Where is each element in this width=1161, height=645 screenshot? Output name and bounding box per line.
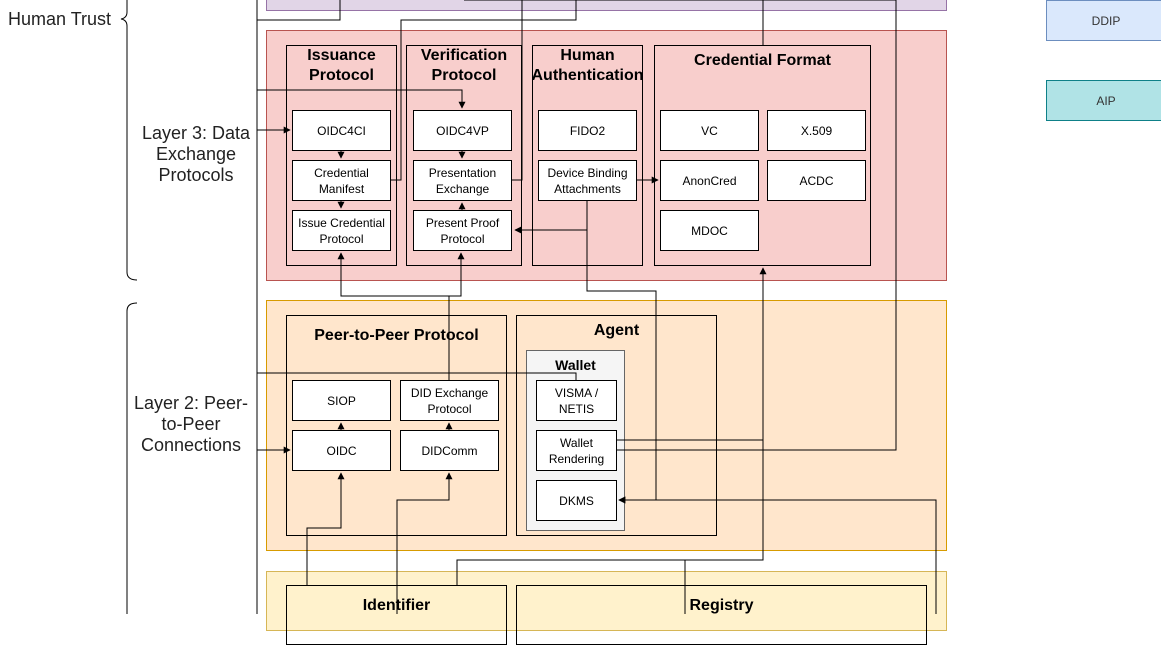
credential-format-title: Credential Format — [694, 52, 831, 69]
vc-box[interactable]: VC — [660, 110, 759, 151]
credential-manifest-box[interactable]: Credential Manifest — [292, 160, 391, 201]
oidc-box[interactable]: OIDC — [292, 430, 391, 471]
peer-to-peer-protocol-panel: Peer-to-Peer Protocol — [286, 315, 507, 536]
dkms-box[interactable]: DKMS — [536, 480, 617, 521]
layer2-brace — [126, 302, 138, 614]
registry-panel: Registry — [516, 585, 927, 645]
did-exchange-protocol-box[interactable]: DID Exchange Protocol — [400, 380, 499, 421]
peer-to-peer-protocol-title: Peer-to-Peer Protocol — [314, 327, 479, 344]
layer2-label: Layer 2: Peer-to-Peer Connections — [133, 393, 249, 455]
device-binding-attachments-box[interactable]: Device Binding Attachments — [538, 160, 637, 201]
registry-title: Registry — [689, 597, 754, 614]
human-trust-brace — [120, 0, 138, 281]
visma-netis-box[interactable]: VISMA / NETIS — [536, 380, 617, 421]
fido2-box[interactable]: FIDO2 — [538, 110, 637, 151]
agent-title: Agent — [593, 322, 640, 339]
mdoc-box[interactable]: MDOC — [660, 210, 759, 251]
issuance-protocol-title: Issuance Protocol — [307, 47, 376, 84]
identifier-title: Identifier — [362, 597, 431, 614]
identifier-panel: Identifier — [286, 585, 507, 645]
didcomm-box[interactable]: DIDComm — [400, 430, 499, 471]
human-trust-label: Human Trust — [8, 9, 112, 29]
legend-aip: AIP — [1046, 80, 1161, 121]
x509-box[interactable]: X.509 — [767, 110, 866, 151]
wallet-title: Wallet — [555, 357, 596, 373]
presentation-exchange-box[interactable]: Presentation Exchange — [413, 160, 512, 201]
layer4-band — [266, 0, 947, 11]
layer3-label: Layer 3: Data Exchange Protocols — [141, 123, 251, 185]
anoncred-box[interactable]: AnonCred — [660, 160, 759, 201]
wallet-rendering-box[interactable]: Wallet Rendering — [536, 430, 617, 471]
human-authentication-title: Human Authentication — [531, 47, 644, 84]
acdc-box[interactable]: ACDC — [767, 160, 866, 201]
siop-box[interactable]: SIOP — [292, 380, 391, 421]
legend-ddip: DDIP — [1046, 0, 1161, 41]
present-proof-protocol-box[interactable]: Present Proof Protocol — [413, 210, 512, 251]
oidc4vp-box[interactable]: OIDC4VP — [413, 110, 512, 151]
issue-credential-protocol-box[interactable]: Issue Credential Protocol — [292, 210, 391, 251]
verification-protocol-title: Verification Protocol — [420, 47, 508, 84]
human-authentication-panel: Human Authentication — [532, 45, 644, 266]
oidc4ci-box[interactable]: OIDC4CI — [292, 110, 391, 151]
